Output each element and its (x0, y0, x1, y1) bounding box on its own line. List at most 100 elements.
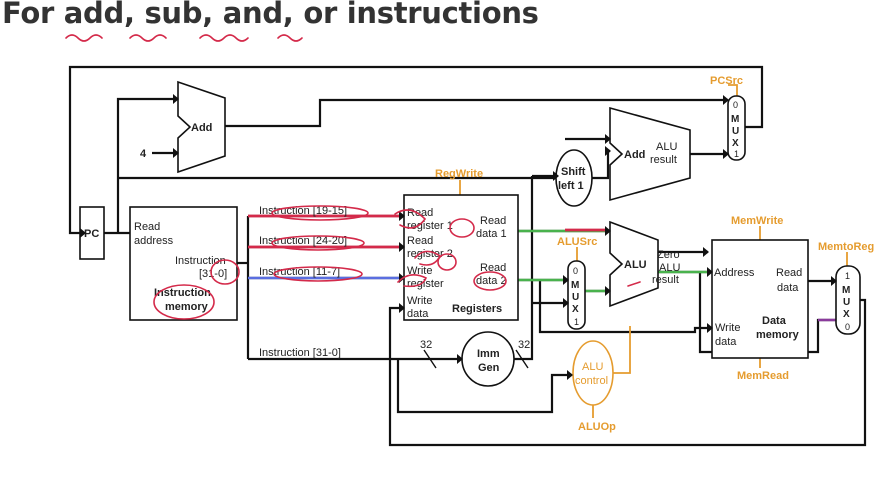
reg-rd1-l2: data 1 (476, 228, 507, 240)
reg-rd2-l2: data 2 (476, 275, 507, 287)
mux-pc-bottom: 1 (734, 149, 739, 159)
alu-control-l1: ALU (582, 361, 603, 373)
register-file: Read register 1 Read register 2 Write re… (403, 194, 519, 321)
control-wires (459, 84, 848, 418)
wr-scribble (397, 274, 428, 288)
reg-name: Registers (452, 303, 502, 315)
instr-mem-name-l2: memory (165, 301, 209, 313)
data-mem-address: Address (714, 267, 755, 279)
instruction-bits-circle (210, 259, 240, 285)
reg-mid-circle (437, 253, 457, 271)
reg-wd-l1: Write (407, 295, 432, 307)
reg-wr-l2: register (407, 278, 444, 290)
branch-adder: Add ALU result (609, 106, 691, 202)
instr-mem-out-l1: Instruction (175, 255, 226, 267)
field-label-31-0: Instruction [31-0] (259, 347, 341, 359)
data-mem-write-l1: Write (715, 322, 740, 334)
branch-adder-label: Add (624, 149, 645, 161)
arrowheads (80, 94, 837, 380)
pc-adder: Add (177, 80, 226, 174)
reg-rr2-l2: register 2 (407, 248, 453, 260)
reg-rr1-l2: register 1 (407, 220, 453, 232)
data-mem-name-l2: memory (756, 329, 800, 341)
field-label-24-20: Instruction [24-20] (259, 235, 347, 247)
instr-mem-read-l2: address (134, 235, 174, 247)
writeback-mux: 1 M U X 0 (835, 265, 861, 335)
data-mem-name-l1: Data (762, 315, 787, 327)
underline-sub (129, 34, 167, 42)
instr-mem-read-l1: Read (134, 221, 160, 233)
page-title: For add, sub, and, or instructions (2, 0, 539, 30)
mux-pc-x: X (732, 138, 739, 149)
rd1-circle (449, 218, 475, 238)
reg-rr2-l1: Read (407, 235, 433, 247)
pc-label: PC (84, 228, 99, 240)
memwrite-label: MemWrite (731, 215, 783, 227)
immediate-generator: Imm Gen 32 32 (420, 331, 530, 387)
alu-zero-label: Zero (657, 249, 680, 261)
pc-adder-label: Add (191, 122, 212, 134)
imm-out-bits: 32 (518, 339, 530, 351)
alusrc-label: ALUSrc (557, 236, 597, 248)
instr-mem-out-l2: [31-0] (199, 268, 227, 280)
handwritten-annotations (65, 34, 641, 320)
alu-result-l1: ALU (659, 262, 680, 274)
data-mem-write-l2: data (715, 336, 737, 348)
alu-label: ALU (624, 259, 647, 271)
instruction-memory: Read address Instruction [31-0] Instruct… (129, 206, 238, 321)
memread-label: MemRead (737, 370, 789, 382)
mux-wb-bottom: 0 (845, 322, 850, 332)
mux-alu-bottom: 1 (574, 317, 579, 327)
field-label-19-15: Instruction [19-15] (259, 205, 347, 217)
alu-result-l2: result (652, 274, 679, 286)
field-19-15-circle (271, 205, 369, 221)
branch-adder-result-l1: ALU (656, 141, 677, 153)
mux-alu-top: 0 (573, 266, 578, 276)
rd2-circle (473, 271, 507, 291)
shift-left-unit: Shift left 1 (555, 149, 593, 207)
field-11-7-circle (273, 266, 363, 282)
aluop-label: ALUOp (578, 421, 616, 433)
reg-rr1-l1: Read (407, 207, 433, 219)
underline-add (65, 34, 103, 42)
main-alu: ALU Zero ALU result (609, 220, 680, 308)
alu-source-mux: 0 M U X 1 (567, 260, 586, 330)
data-mem-read-l2: data (777, 282, 799, 294)
rr1-scribble (394, 209, 427, 229)
reg-rd2-l1: Read (480, 262, 506, 274)
mux-pc-u: U (732, 126, 739, 137)
regwrite-label: RegWrite (435, 168, 483, 180)
imm-gen-l1: Imm (477, 348, 500, 360)
alu-tick (627, 281, 641, 287)
shift-label-l2: left 1 (558, 180, 584, 192)
field-label-11-7: Instruction [11-7] (259, 266, 340, 278)
instruction-memory-circle (153, 284, 215, 320)
constant-four: 4 (140, 148, 147, 160)
mux-pc-top: 0 (733, 100, 738, 110)
pc-source-mux: 0 M U X 1 (727, 95, 746, 161)
memtoreg-label: MemtoReg (818, 241, 874, 253)
underline-or (277, 34, 303, 42)
pcsrc-label: PCSrc (710, 75, 743, 87)
instr-mem-name-l1: Instruction (154, 287, 211, 299)
underline-and (199, 34, 249, 42)
imm-gen-l2: Gen (478, 362, 500, 374)
mux-wb-u: U (843, 297, 850, 308)
reg-wd-l2: data (407, 308, 429, 320)
imm-in-bits: 32 (420, 339, 432, 351)
field-24-20-circle (271, 235, 365, 251)
data-memory: Address Read data Write data Data memory (711, 239, 809, 359)
mux-wb-top: 1 (845, 271, 850, 281)
mux-alu-x: X (572, 304, 579, 315)
mux-alu-m: M (571, 280, 579, 291)
reg-rd1-l1: Read (480, 215, 506, 227)
alu-control-unit: ALU control (572, 340, 614, 406)
mux-alu-u: U (572, 292, 579, 303)
mux-wb-x: X (843, 309, 850, 320)
data-mem-read-l1: Read (776, 267, 802, 279)
shift-label-l1: Shift (561, 166, 586, 178)
alu-control-l2: control (575, 375, 608, 387)
mux-pc-m: M (731, 114, 739, 125)
highlighted-paths (248, 214, 842, 325)
